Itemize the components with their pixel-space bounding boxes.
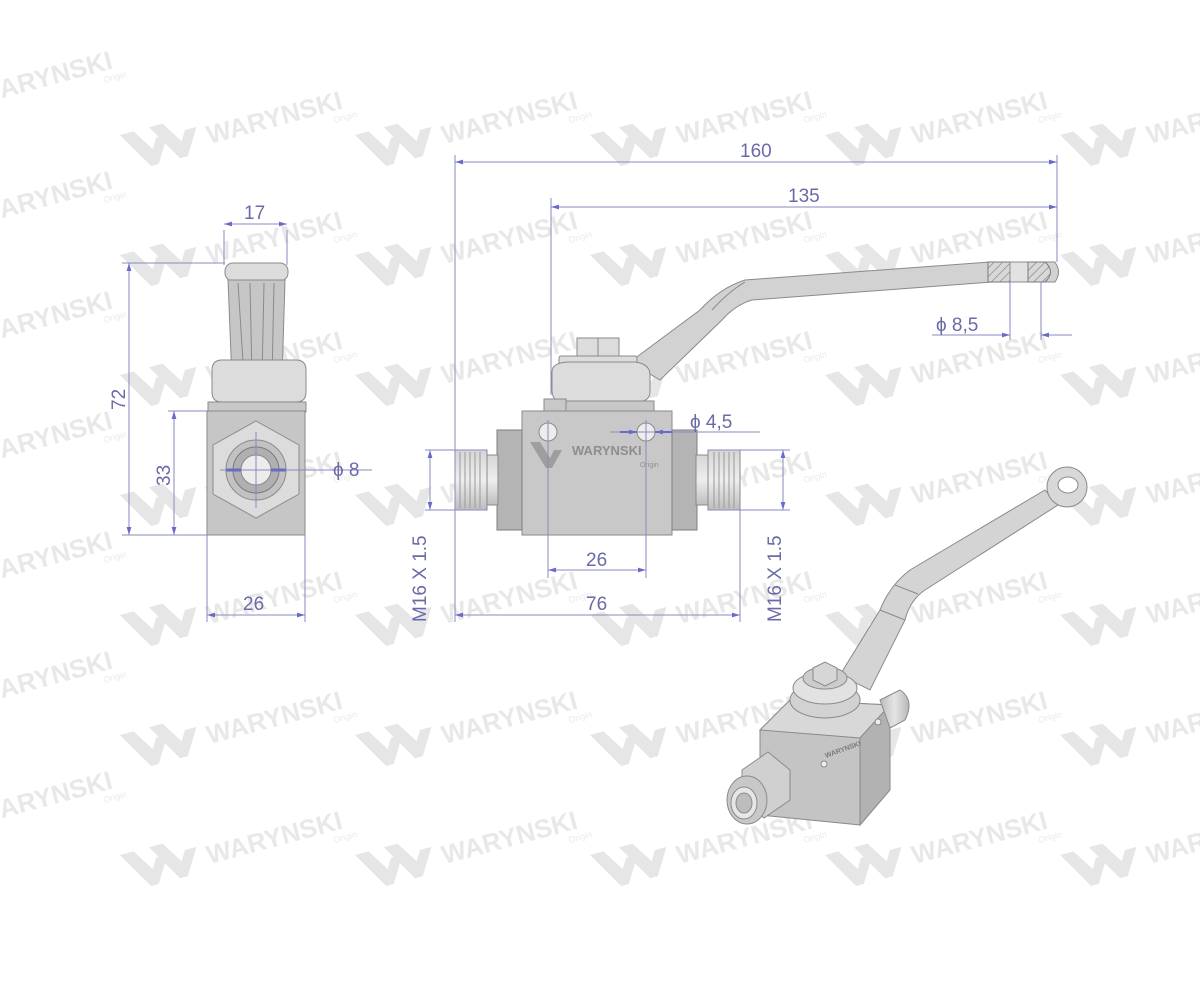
dim-body-height: 33 xyxy=(154,465,175,486)
body-label-sub: Origin xyxy=(640,462,659,469)
dim-thread-right: M16 X 1.5 xyxy=(765,535,786,622)
body-label: WARYNSKI xyxy=(572,443,642,458)
side-view: 17 72 33 ϕ 8 26 xyxy=(109,203,372,622)
front-view: WARYNSKI Origin 160 135 ϕ 8,5 ϕ 4,5 xyxy=(410,141,1072,622)
iso-right-thread xyxy=(879,689,910,729)
handle-lever xyxy=(629,261,1059,381)
stem-collar-front xyxy=(551,361,651,403)
handle-hole xyxy=(1009,261,1029,283)
body-logo-icon xyxy=(530,442,562,468)
dim-body-width: 26 xyxy=(243,594,264,615)
dim-overall-length: 160 xyxy=(740,141,772,162)
isometric-view: WARYNSKI xyxy=(726,466,1088,827)
dim-mount-hole: ϕ 4,5 xyxy=(690,412,732,433)
iso-stem-nut xyxy=(812,661,838,687)
stem-collar xyxy=(211,359,307,403)
dim-bore-diameter: ϕ 8 xyxy=(333,460,360,481)
dim-body-length: 76 xyxy=(586,594,607,615)
dim-total-height: 72 xyxy=(109,389,130,410)
dim-top-width: 17 xyxy=(244,203,265,224)
dim-handle-length: 135 xyxy=(788,186,820,207)
dim-handle-hole: ϕ 8,5 xyxy=(936,315,978,336)
left-hex-nut xyxy=(496,429,523,531)
dim-hole-spacing: 26 xyxy=(586,550,607,571)
right-hex-nut xyxy=(671,429,698,531)
handle-end-cap xyxy=(224,262,289,282)
dim-thread-left: M16 X 1.5 xyxy=(410,535,431,622)
